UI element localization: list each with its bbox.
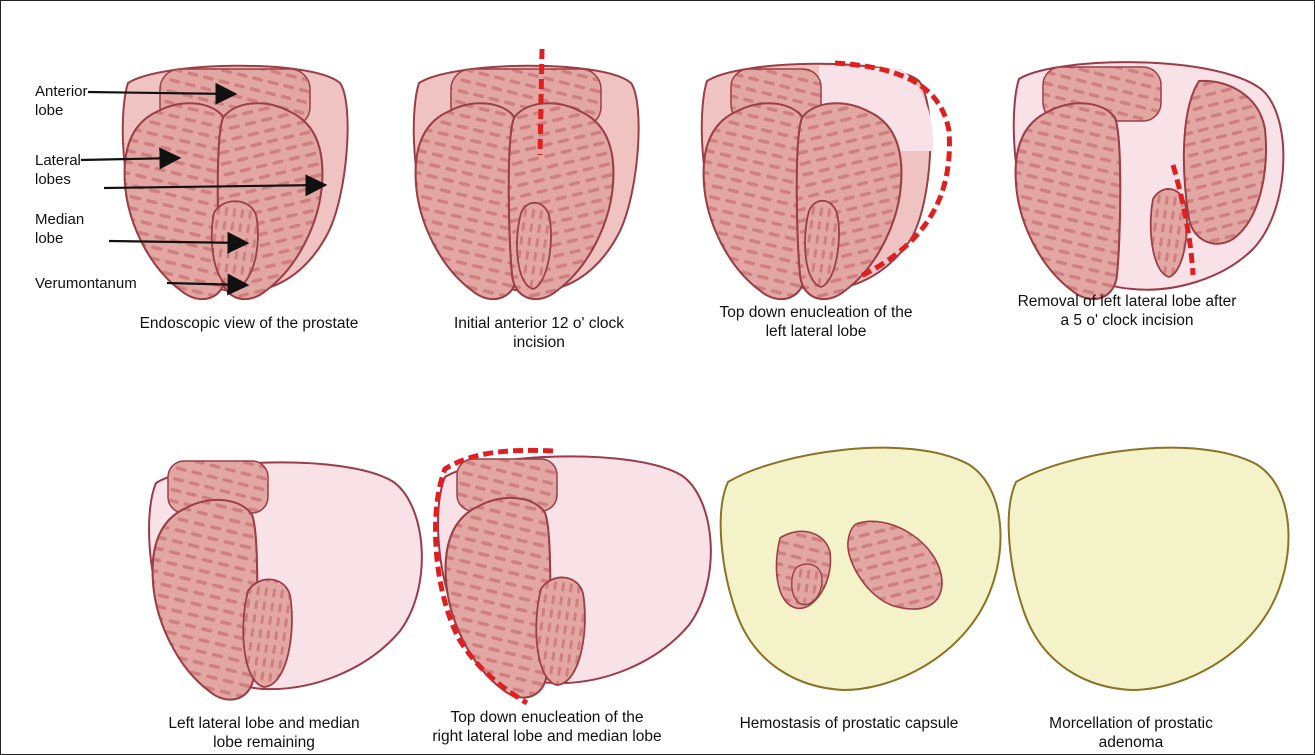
caption-panel-2: Initial anterior 12 o' clock incision [389, 314, 689, 352]
label-verumontanum: Verumontanum [35, 274, 137, 293]
caption-panel-4: Removal of left lateral lobe after a 5 o… [977, 292, 1277, 330]
caption-panel-5: Left lateral lobe and median lobe remain… [114, 714, 414, 752]
panel-3-prostate [702, 63, 950, 299]
panel-4-prostate [1014, 62, 1284, 299]
label-median-lobe: Median lobe [35, 210, 84, 248]
caption-panel-6: Top down enucleation of the right latera… [397, 708, 697, 746]
panel-5-prostate [149, 461, 422, 700]
caption-panel-8: Morcellation of prostatic adenoma [981, 714, 1281, 752]
caption-panel-3: Top down enucleation of the left lateral… [666, 303, 966, 341]
label-lateral-lobes: Lateral lobes [35, 151, 81, 189]
caption-panel-7: Hemostasis of prostatic capsule [699, 714, 999, 733]
panel-7-cavity [721, 448, 1001, 690]
left-lateral-lobe [125, 103, 230, 299]
panel-1-prostate [123, 66, 348, 299]
panel-8-cavity [1009, 448, 1289, 690]
panel-6-prostate [436, 450, 711, 703]
incision-12-oclock [540, 49, 542, 155]
caption-panel-1: Endoscopic view of the prostate [99, 314, 399, 333]
panel-2-prostate [414, 49, 639, 299]
label-anterior-lobe: Anterior lobe [35, 82, 88, 120]
